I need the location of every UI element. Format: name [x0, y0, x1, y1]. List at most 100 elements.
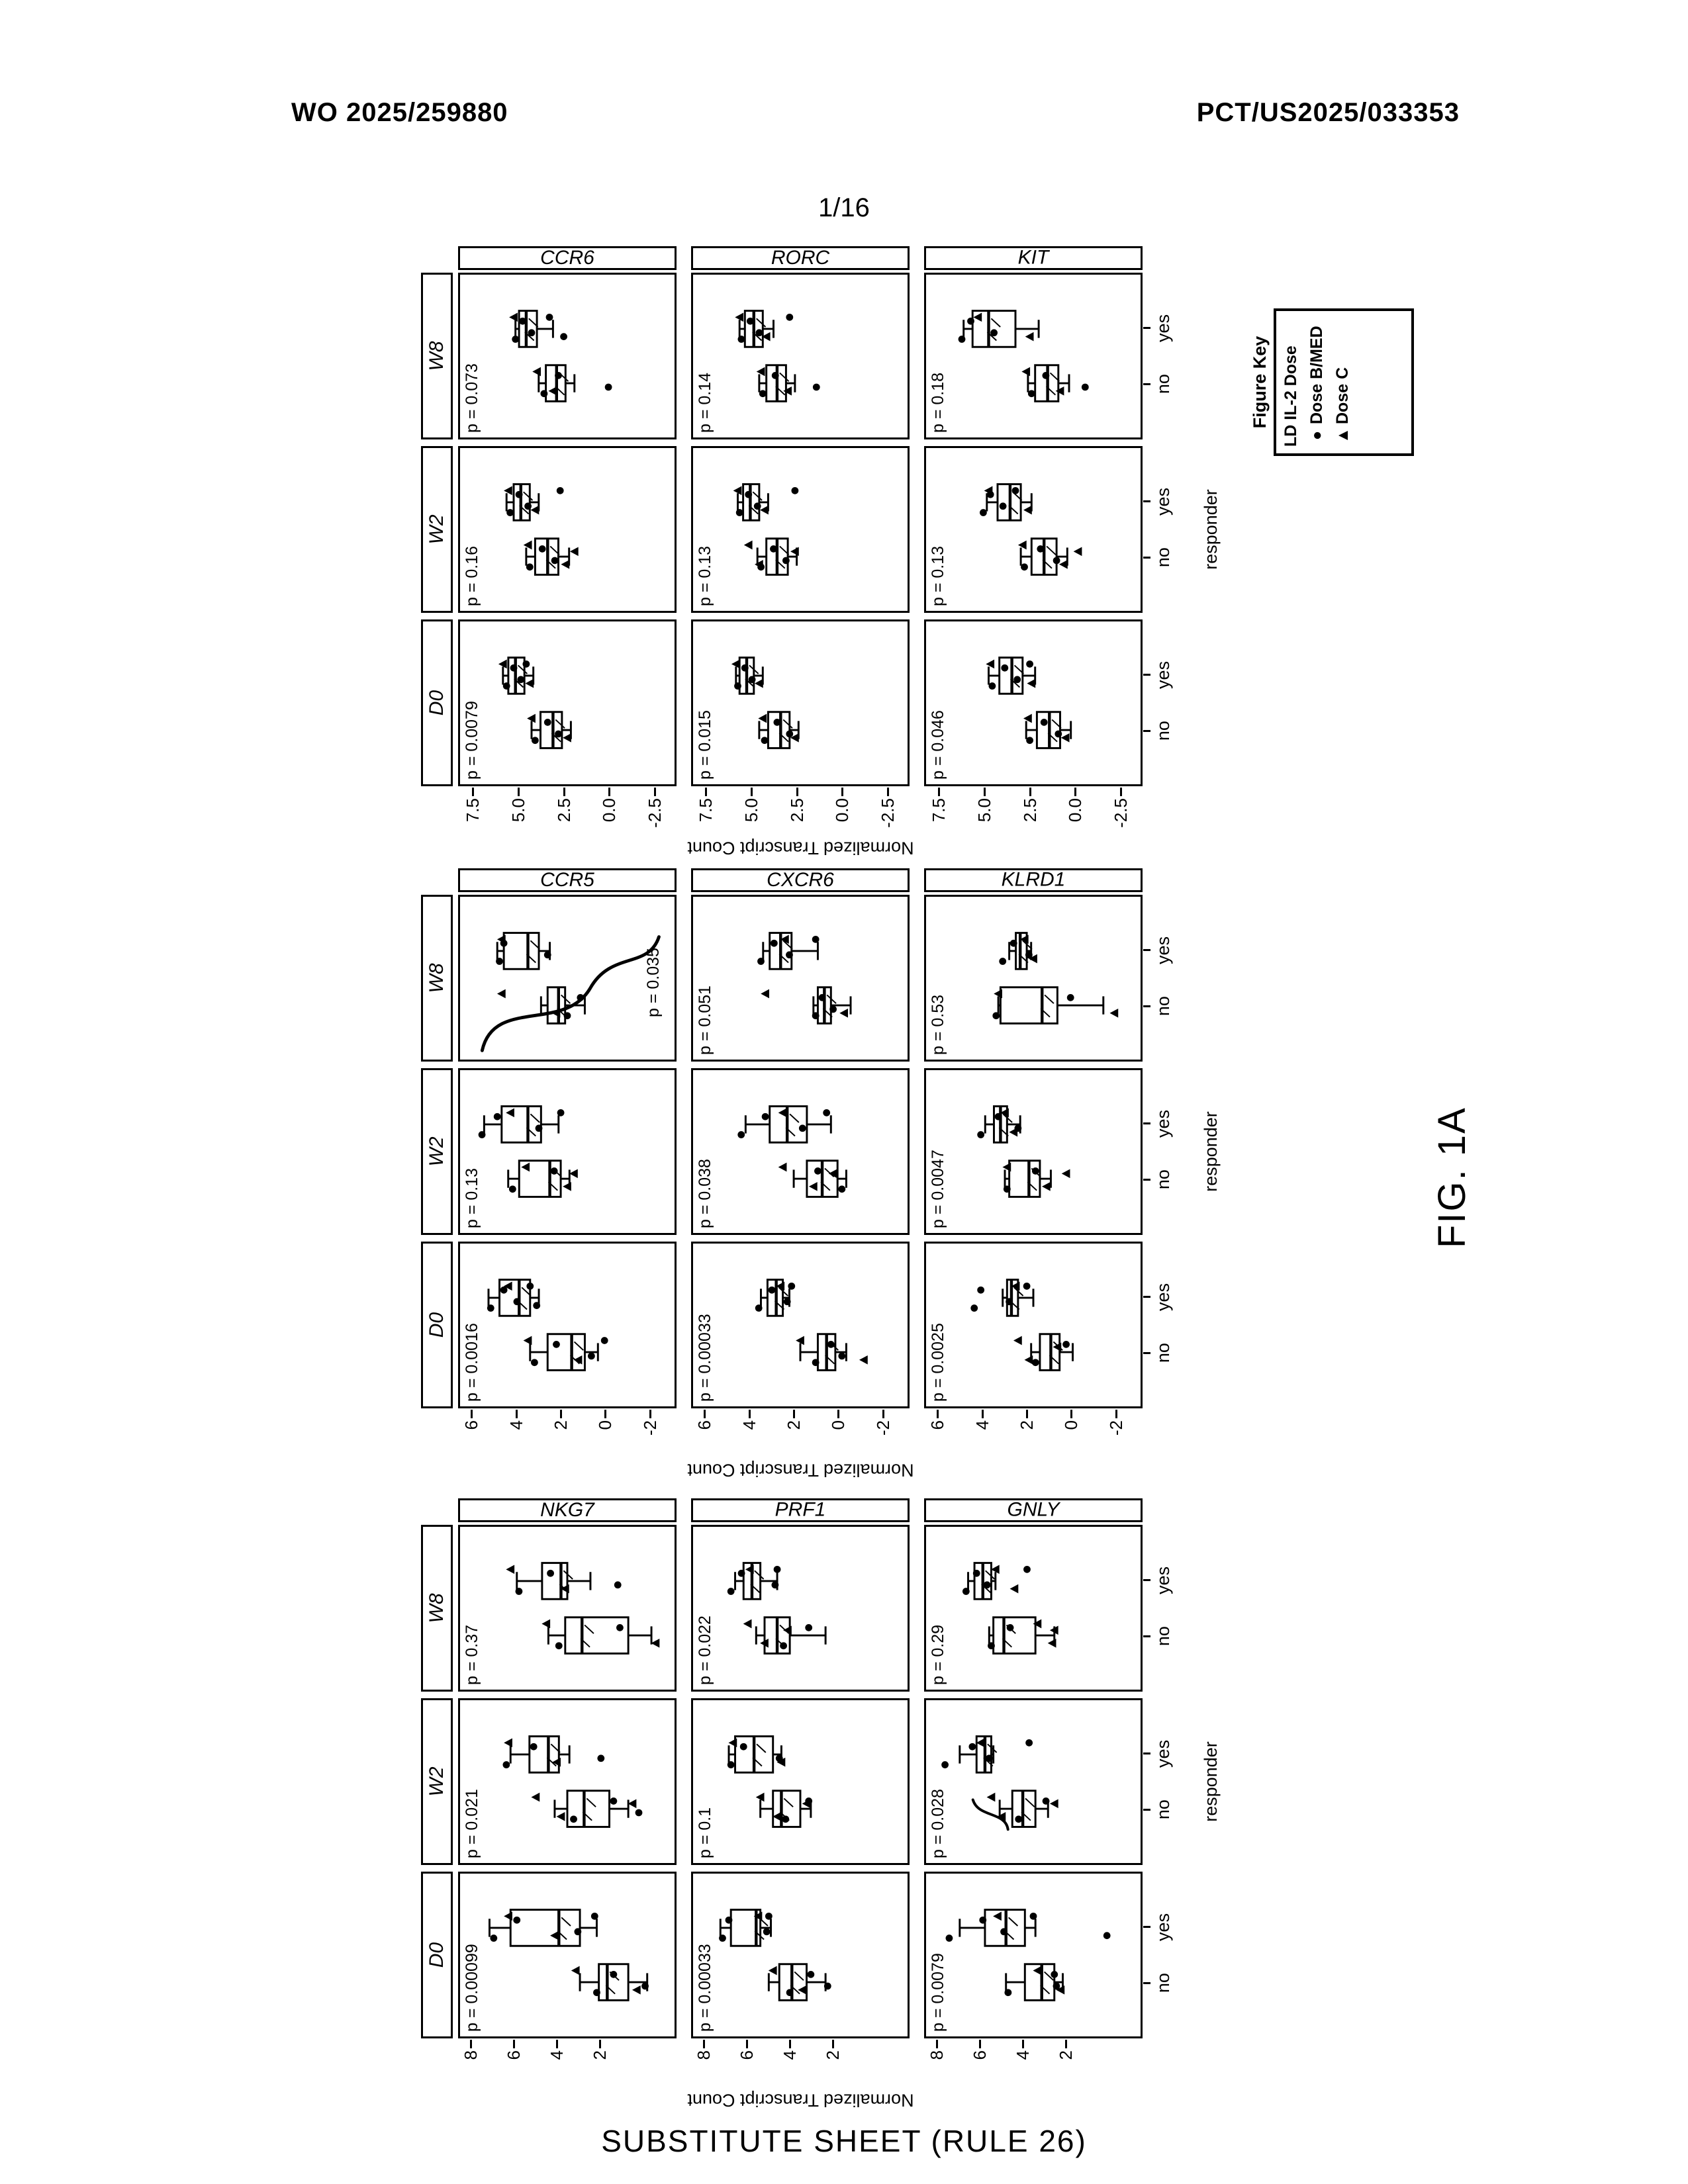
y-tick-mark	[1115, 1410, 1117, 1418]
panel-CCR5-W2: p = 0.13	[458, 1068, 677, 1235]
p-value-label: p = 0.0079	[463, 701, 481, 780]
x-category-label: yes	[1153, 314, 1173, 342]
y-tick-label: 0	[595, 1420, 616, 1430]
p-value-label: p = 0.13	[463, 1167, 481, 1228]
panel-CXCR6-W8: p = 0.051	[691, 895, 910, 1062]
y-tick-label: 2	[822, 2050, 843, 2060]
filled-circle-icon: ●	[1308, 430, 1326, 441]
y-tick-label: 4	[972, 1420, 992, 1430]
y-tick-mark	[1074, 788, 1077, 796]
facet-strip-label: W2	[426, 1136, 447, 1167]
x-tick-mark	[1143, 556, 1150, 559]
y-tick-mark	[515, 1410, 518, 1418]
x-category-label: yes	[1153, 1913, 1173, 1941]
panel-CCR6-W8: p = 0.073	[458, 273, 677, 439]
y-tick-mark	[837, 1410, 840, 1418]
boxplot-canvas	[737, 1105, 847, 1198]
boxplot-canvas	[757, 932, 852, 1024]
y-tick-label: 5.0	[508, 798, 528, 823]
facet-strip-label: W8	[426, 1593, 447, 1623]
x-category-label: no	[1153, 721, 1173, 741]
y-tick-mark	[471, 1410, 473, 1418]
facet-strip-time-D0: D0	[421, 1242, 453, 1408]
panel-KLRD1-W8: p = 0.53	[924, 895, 1143, 1062]
facet-strip-gene-CXCR6: CXCR6	[691, 868, 910, 892]
y-tick-label: 4	[739, 1420, 759, 1430]
panel-KIT-D0: p = 0.046	[924, 619, 1143, 786]
boxplot-canvas	[487, 1279, 608, 1371]
y-axis-label: Normalized Transcript Count	[458, 1457, 1143, 1482]
facet-strip-label: W8	[426, 963, 447, 993]
boxplot-canvas	[992, 932, 1119, 1024]
y-tick-label: 2.5	[786, 798, 807, 823]
boxplot-canvas	[958, 310, 1089, 402]
boxplot-canvas	[478, 1105, 578, 1198]
sheet-number: 1/16	[818, 193, 870, 222]
y-tick-label: 0	[1061, 1420, 1082, 1430]
facet-strip-gene-NKG7: NKG7	[458, 1498, 677, 1522]
x-axis-label: responder	[1201, 1741, 1221, 1822]
y-tick-mark	[983, 788, 986, 796]
y-tick-label: 2	[589, 2050, 610, 2060]
boxplot-canvas	[755, 1279, 868, 1371]
x-tick-mark	[1143, 729, 1150, 732]
y-tick-label: 6	[737, 2050, 757, 2060]
y-tick-mark	[555, 2040, 558, 2048]
p-value-label: p = 0.13	[929, 545, 947, 606]
x-tick-mark	[1143, 327, 1150, 330]
x-category-label: yes	[1153, 487, 1173, 516]
boxplot-canvas	[727, 1735, 813, 1828]
y-tick-label: 8	[694, 2050, 714, 2060]
x-category-label: yes	[1153, 1739, 1173, 1768]
y-tick-label: 2	[1016, 1420, 1037, 1430]
facet-strip-label: RORC	[771, 247, 830, 269]
y-tick-label: -2.5	[878, 798, 898, 828]
legend-item-dose-bmed: ●Dose B/MED	[1307, 315, 1327, 447]
boxplot-canvas	[727, 1562, 827, 1655]
panel-PRF1-W2: p = 0.1	[691, 1698, 910, 1865]
panel-KLRD1-D0: p = 0.0025	[924, 1242, 1143, 1408]
y-tick-mark	[598, 2040, 601, 2048]
y-tick-label: 4	[506, 1420, 526, 1430]
y-tick-mark	[608, 788, 611, 796]
y-axis-label: Normalized Transcript Count	[458, 2087, 1143, 2113]
panel-PRF1-D0: p = 0.00033	[691, 1872, 910, 2038]
x-tick-mark	[1143, 1351, 1150, 1354]
y-tick-mark	[792, 1410, 795, 1418]
y-tick-mark	[1070, 1410, 1073, 1418]
x-category-label: no	[1153, 996, 1173, 1017]
panel-GNLY-W8: p = 0.29	[924, 1525, 1143, 1692]
x-category-label: yes	[1153, 660, 1173, 689]
p-value-label: p = 0.015	[696, 710, 714, 780]
y-tick-mark	[938, 788, 940, 796]
y-tick-label: 0.0	[832, 798, 853, 823]
p-value-label: p = 0.13	[696, 545, 714, 606]
y-tick-label: 0.0	[599, 798, 620, 823]
y-tick-label: 7.5	[929, 798, 949, 823]
filled-triangle-icon: ▲	[1334, 428, 1352, 443]
x-tick-mark	[1143, 500, 1150, 503]
panel-NKG7-W2: p = 0.021	[458, 1698, 677, 1865]
x-category-label: yes	[1153, 1566, 1173, 1594]
x-tick-mark	[1143, 1178, 1150, 1181]
y-tick-mark	[981, 1410, 984, 1418]
panel-GNLY-W2: p = 0.028	[924, 1698, 1143, 1865]
y-tick-mark	[750, 788, 753, 796]
p-value-label: p = 0.0079	[929, 1953, 947, 2032]
p-value-label: p = 0.0016	[463, 1323, 481, 1402]
y-tick-mark	[979, 2040, 982, 2048]
p-value-label: p = 0.14	[696, 372, 714, 433]
p-value-label: p = 0.051	[696, 985, 714, 1055]
x-tick-mark	[1143, 1926, 1150, 1929]
legend-title: LD IL-2 Dose	[1282, 345, 1300, 447]
facet-strip-label: CXCR6	[767, 868, 834, 891]
y-tick-label: -2.5	[1111, 798, 1131, 828]
legend-item-label: Dose C	[1333, 367, 1352, 424]
panel-PRF1-W8: p = 0.022	[691, 1525, 910, 1692]
facet-strip-time-W8: W8	[421, 1525, 453, 1692]
facet-strip-label: CCR6	[540, 247, 594, 269]
